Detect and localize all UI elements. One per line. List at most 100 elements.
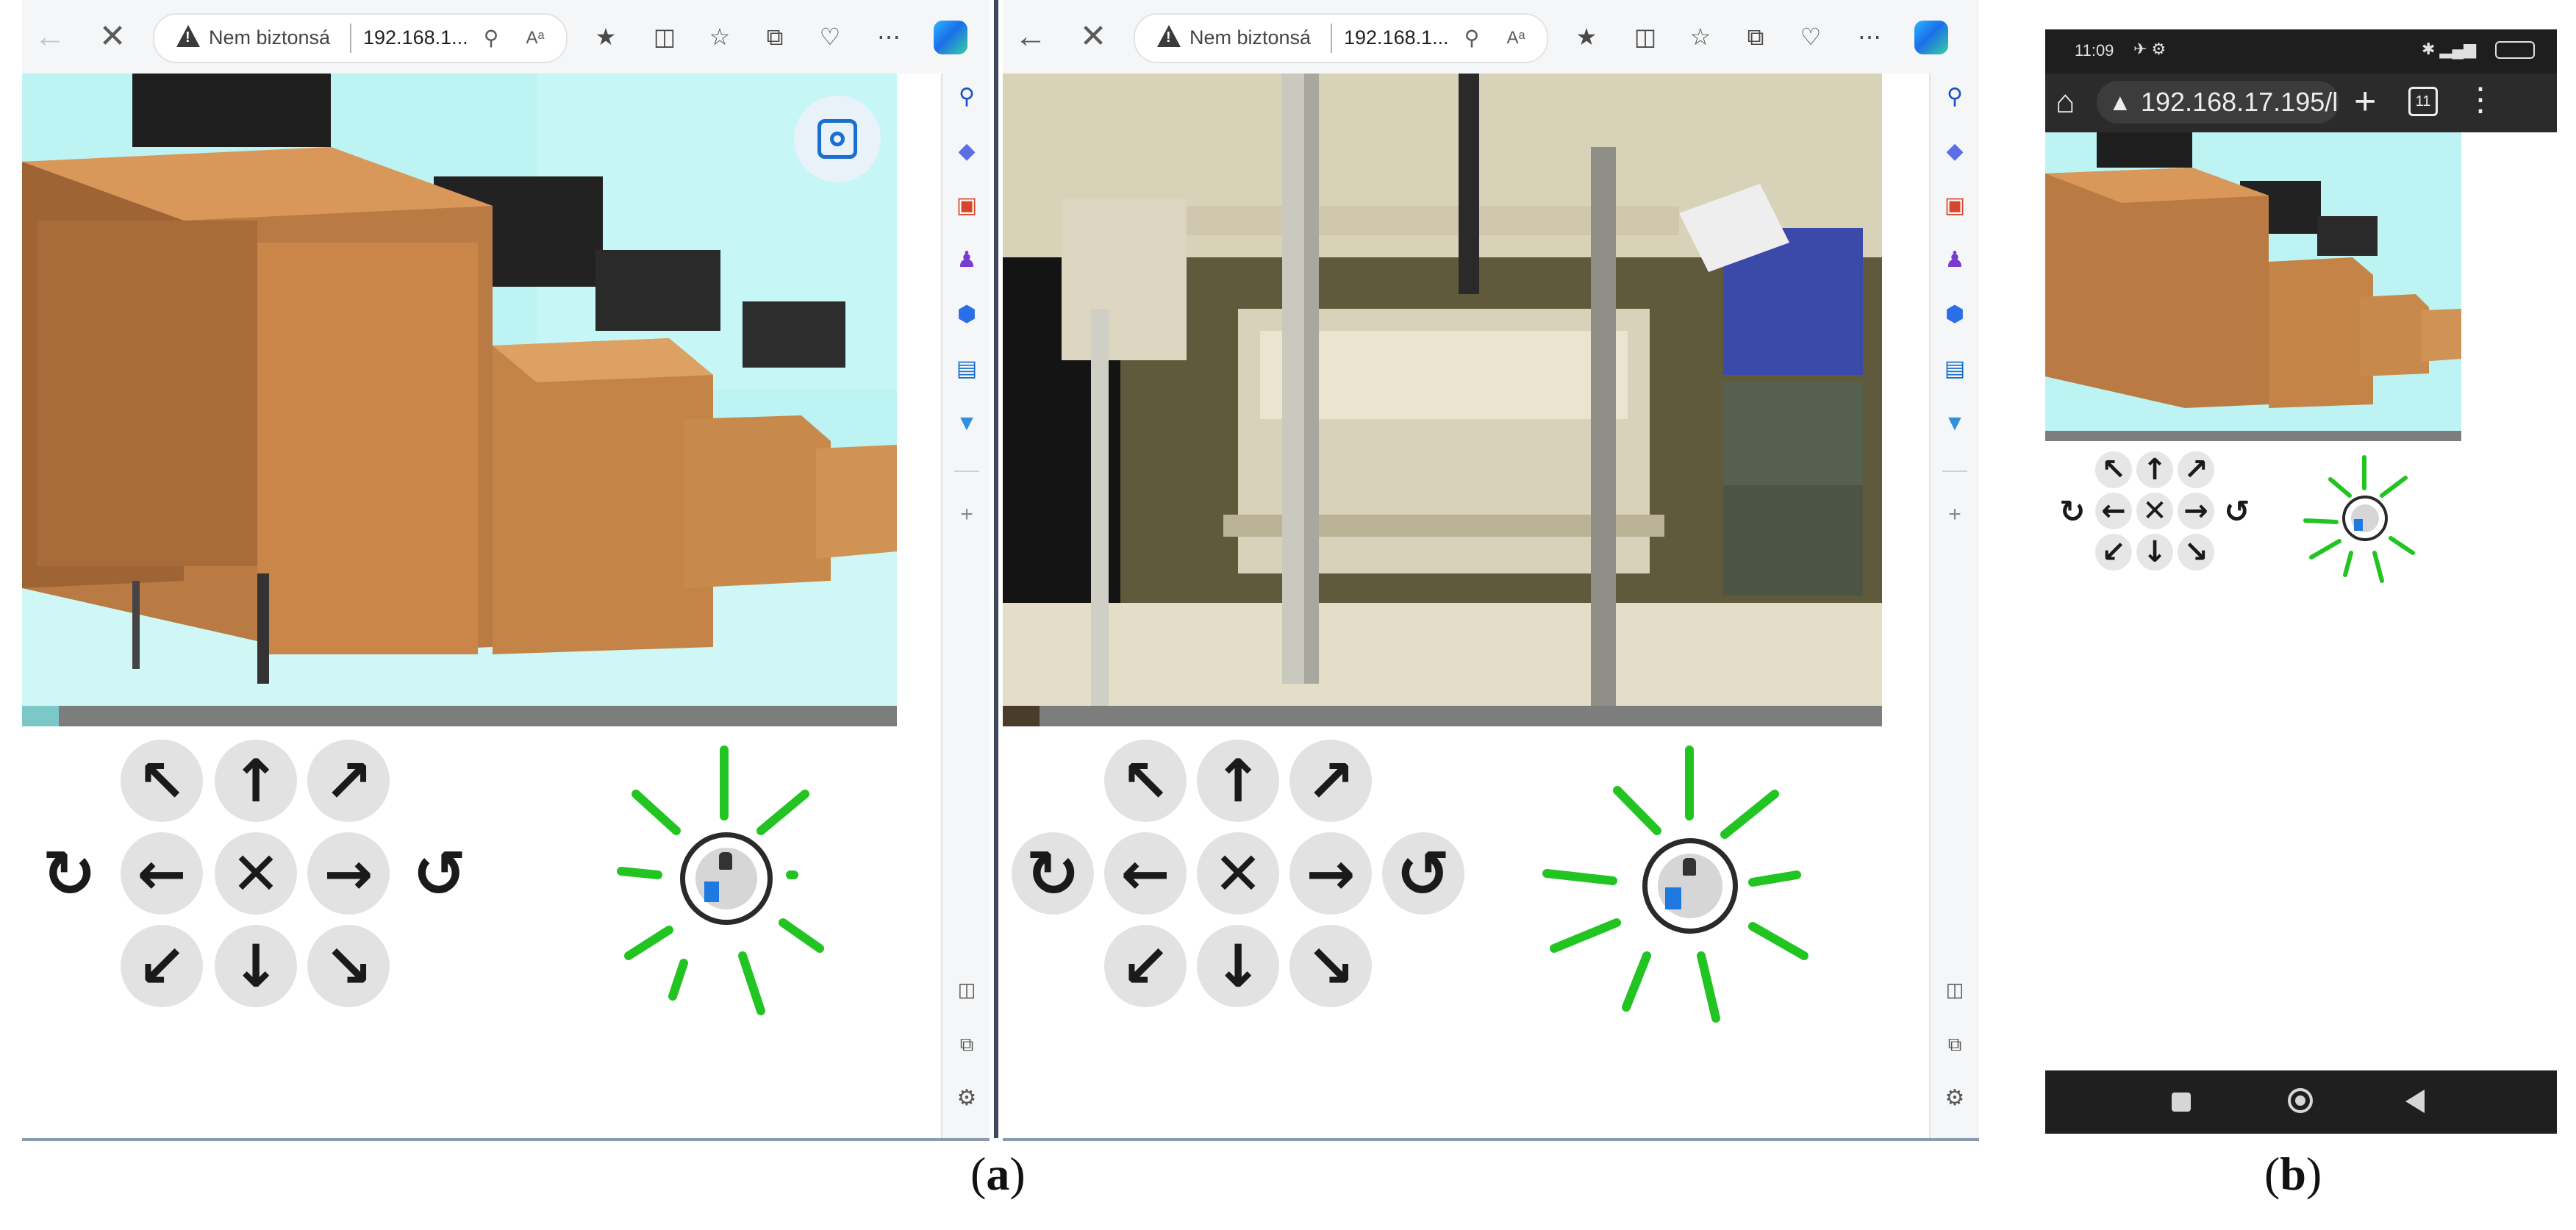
security-label: Nem biztonsá	[209, 26, 331, 49]
move-down-button[interactable]: ↓	[1197, 925, 1279, 1007]
read-aloud-icon[interactable]: Aᵃ	[1506, 28, 1525, 48]
office-icon[interactable]: ⬢	[956, 302, 977, 326]
rotate-clockwise-button[interactable]: ↻	[42, 835, 96, 912]
search-icon[interactable]: ⚲	[959, 85, 975, 109]
rotate-counterclockwise-button[interactable]: ↺	[412, 835, 467, 912]
phone-url-field[interactable]: ▲ 192.168.17.195/li	[2097, 81, 2339, 124]
move-down-left-button[interactable]: ↙	[2095, 534, 2132, 571]
move-up-left-button[interactable]: ↖	[2095, 451, 2132, 488]
favorites-list-icon[interactable]: ☆	[1689, 24, 1711, 50]
star-icon[interactable]: ★	[595, 24, 617, 50]
tag-icon[interactable]: ◆	[1946, 139, 1964, 163]
more-icon[interactable]: ⋮	[2464, 82, 2497, 118]
browser-toolbar: ← ✕ Nem biztonsá 192.168.1... ⚲ Aᵃ ★ ◫ ☆…	[22, 0, 990, 74]
tag-icon[interactable]: ◆	[958, 139, 976, 163]
move-down-left-button[interactable]: ↙	[1104, 925, 1187, 1007]
move-down-left-button[interactable]: ↙	[121, 925, 203, 1007]
extensions-icon[interactable]: ⧉	[1747, 24, 1764, 50]
move-up-button[interactable]: ↑	[1197, 740, 1279, 822]
screenshot-icon[interactable]	[794, 96, 881, 182]
warning-triangle-icon[interactable]	[176, 25, 200, 47]
move-up-left-button[interactable]: ↖	[121, 740, 203, 822]
recent-apps-button[interactable]	[2172, 1093, 2191, 1112]
extensions-icon[interactable]: ⧉	[766, 24, 784, 50]
plus-icon[interactable]: +	[960, 502, 973, 526]
more-icon[interactable]: ⋯	[877, 24, 901, 50]
rotate-clockwise-button[interactable]: ↻	[1012, 832, 1094, 915]
star-icon[interactable]: ★	[1575, 24, 1598, 50]
move-left-button[interactable]: ←	[2095, 493, 2132, 529]
move-right-button[interactable]: →	[2178, 493, 2214, 529]
move-up-button[interactable]: ↑	[2136, 451, 2173, 488]
read-aloud-icon[interactable]: Aᵃ	[526, 28, 545, 48]
zoom-icon[interactable]: ⚲	[483, 26, 499, 49]
move-down-right-button[interactable]: ↘	[307, 925, 390, 1007]
drop-icon[interactable]: ▼	[1944, 411, 1966, 435]
phone-navigation-bar	[2045, 1070, 2557, 1134]
split-screen-icon[interactable]: ◫	[653, 24, 676, 50]
rotate-counterclockwise-button[interactable]: ↺	[1382, 832, 1464, 915]
back-arrow-icon[interactable]: ←	[34, 18, 66, 54]
move-up-right-button[interactable]: ↗	[307, 740, 390, 822]
back-button[interactable]	[2405, 1090, 2425, 1113]
caption-a: (a)	[970, 1147, 1026, 1201]
office-icon[interactable]: ⬢	[1944, 302, 1965, 326]
home-icon[interactable]: ⌂	[2056, 84, 2075, 120]
rotate-counterclockwise-button[interactable]: ↺	[2224, 493, 2250, 529]
drop-icon[interactable]: ▼	[956, 411, 978, 435]
favorites-list-icon[interactable]: ☆	[709, 24, 731, 50]
move-up-left-button[interactable]: ↖	[1104, 740, 1187, 822]
gear-icon[interactable]: ⚙	[1944, 1086, 1965, 1110]
heart-pulse-icon[interactable]: ♡	[819, 24, 841, 50]
direction-pad: ↖ ↑ ↗ ↻ ← ✕ → ↺ ↙ ↓ ↘	[1003, 735, 1517, 1029]
home-button[interactable]	[2288, 1088, 2313, 1113]
sidebar-toggle-icon[interactable]: ◫	[1945, 979, 1964, 1001]
move-down-right-button[interactable]: ↘	[1289, 925, 1372, 1007]
rotate-clockwise-button[interactable]: ↻	[2059, 493, 2086, 529]
plus-icon[interactable]: +	[1948, 502, 1961, 526]
address-bar[interactable]: Nem biztonsá 192.168.1... ⚲ Aᵃ	[153, 13, 568, 63]
search-icon[interactable]: ⚲	[1947, 85, 1963, 109]
move-down-button[interactable]: ↓	[215, 925, 297, 1007]
warning-triangle-icon[interactable]	[1157, 25, 1181, 47]
copilot-icon[interactable]	[934, 21, 967, 54]
people-icon[interactable]: ♟	[1944, 248, 1965, 272]
warning-triangle-icon[interactable]: ▲	[2108, 89, 2132, 115]
toolbox-icon[interactable]: ▣	[1944, 193, 1966, 218]
close-icon[interactable]: ✕	[1079, 18, 1107, 54]
split-screen-icon[interactable]: ◫	[1634, 24, 1657, 50]
outlook-icon[interactable]: ▤	[956, 357, 978, 381]
outlook-icon[interactable]: ▤	[1944, 357, 1966, 381]
move-down-button[interactable]: ↓	[2136, 534, 2173, 571]
page-viewport: ↖ ↑ ↗ ↻ ← ✕ → ↺ ↙ ↓ ↘	[1003, 74, 1922, 1135]
more-icon[interactable]: ⋯	[1858, 24, 1881, 50]
move-right-button[interactable]: →	[307, 832, 390, 915]
robot-dock-marker	[704, 882, 719, 902]
copilot-icon[interactable]	[1914, 21, 1948, 54]
tabs-count-button[interactable]: 11	[2408, 87, 2438, 116]
move-up-right-button[interactable]: ↗	[2178, 451, 2214, 488]
back-arrow-icon[interactable]: ←	[1015, 18, 1047, 54]
new-tab-button[interactable]: +	[2354, 80, 2377, 123]
zoom-icon[interactable]: ⚲	[1464, 26, 1480, 49]
open-external-icon[interactable]: ⧉	[1947, 1033, 1962, 1055]
camera-image-desks	[22, 74, 897, 726]
camera-status-bar	[2045, 431, 2461, 441]
heart-pulse-icon[interactable]: ♡	[1800, 24, 1822, 50]
sidebar-toggle-icon[interactable]: ◫	[957, 979, 976, 1001]
move-up-right-button[interactable]: ↗	[1289, 740, 1372, 822]
move-left-button[interactable]: ←	[121, 832, 203, 915]
open-external-icon[interactable]: ⧉	[959, 1033, 974, 1055]
stop-button[interactable]: ✕	[2136, 493, 2173, 529]
move-down-right-button[interactable]: ↘	[2178, 534, 2214, 571]
move-right-button[interactable]: →	[1289, 832, 1372, 915]
gear-icon[interactable]: ⚙	[956, 1086, 977, 1110]
move-left-button[interactable]: ←	[1104, 832, 1187, 915]
stop-button[interactable]: ✕	[1197, 832, 1279, 915]
stop-button[interactable]: ✕	[215, 832, 297, 915]
address-bar[interactable]: Nem biztonsá 192.168.1... ⚲ Aᵃ	[1134, 13, 1548, 63]
toolbox-icon[interactable]: ▣	[956, 193, 978, 218]
people-icon[interactable]: ♟	[956, 248, 977, 272]
move-up-button[interactable]: ↑	[215, 740, 297, 822]
close-icon[interactable]: ✕	[99, 18, 126, 54]
